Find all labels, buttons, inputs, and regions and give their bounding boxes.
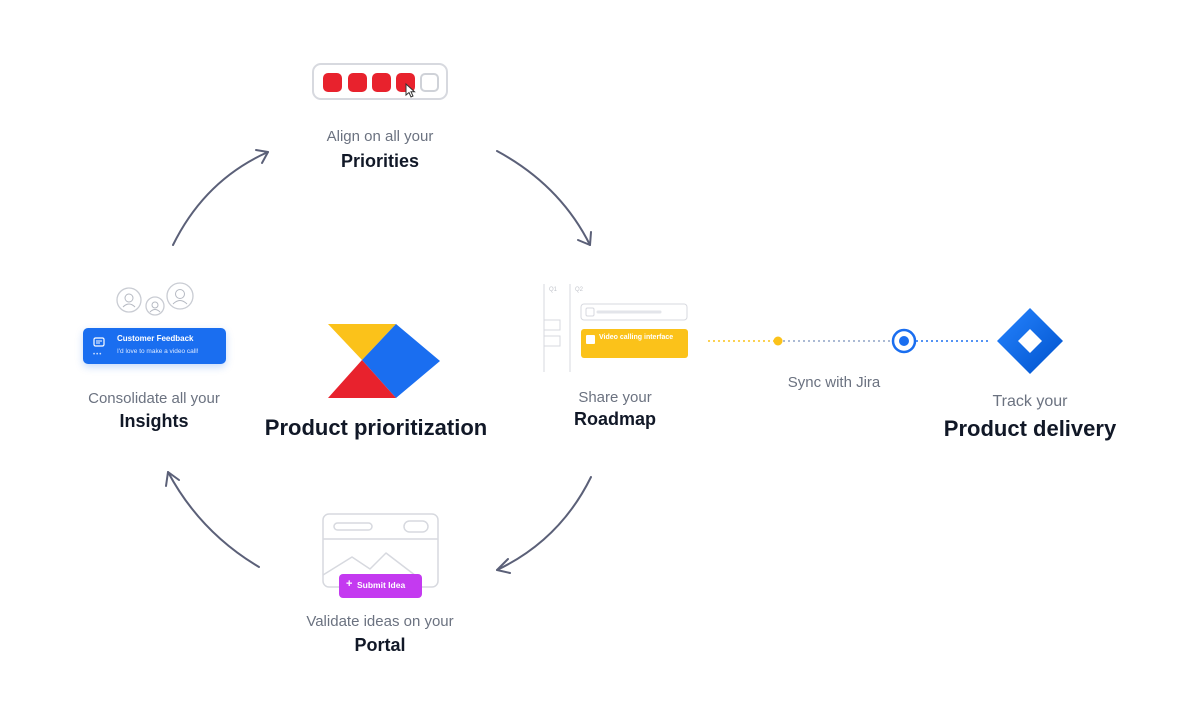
delivery-title: Product delivery bbox=[943, 416, 1117, 441]
roadmap-card-checkbox bbox=[586, 335, 595, 344]
insights-title: Insights bbox=[119, 411, 189, 431]
feedback-card-icon bbox=[93, 337, 105, 347]
roadmap-col-q1: Q1 bbox=[549, 287, 558, 293]
roadmap-title: Roadmap bbox=[573, 409, 656, 429]
center-title: Product prioritization bbox=[264, 415, 488, 440]
submit-idea-button[interactable]: + Submit Idea bbox=[339, 574, 422, 598]
jira-logo-icon bbox=[997, 308, 1063, 374]
roadmap-col-q2: Q2 bbox=[575, 287, 584, 293]
priority-rating-box bbox=[312, 63, 448, 100]
arrow-portal-to-insights bbox=[167, 471, 260, 568]
feedback-dots-icon: ••• bbox=[93, 352, 103, 358]
sync-start-dot bbox=[773, 336, 783, 346]
roadmap-subtitle: Share your bbox=[578, 389, 652, 406]
feedback-card-title: Customer Feedback bbox=[117, 334, 194, 343]
cursor-icon bbox=[405, 82, 416, 98]
roadmap-card: Video calling interface bbox=[581, 329, 688, 358]
portal-window bbox=[322, 513, 439, 588]
portal-subtitle: Validate ideas on your bbox=[306, 613, 454, 630]
rating-square-2 bbox=[348, 73, 367, 92]
delivery-subtitle: Track your bbox=[992, 393, 1068, 410]
roadmap-grid bbox=[543, 284, 688, 372]
priorities-title: Priorities bbox=[340, 151, 420, 171]
rating-square-1 bbox=[323, 73, 342, 92]
customer-feedback-card: ••• Customer Feedback I'd love to make a… bbox=[83, 328, 226, 364]
productboard-logo-icon bbox=[328, 324, 440, 398]
arrow-roadmap-to-portal bbox=[496, 476, 592, 571]
rating-square-3 bbox=[372, 73, 391, 92]
priorities-subtitle: Align on all your bbox=[326, 128, 434, 145]
arrow-priorities-to-roadmap bbox=[496, 150, 591, 246]
submit-idea-label: Submit Idea bbox=[357, 580, 406, 590]
insights-subtitle: Consolidate all your bbox=[88, 390, 220, 407]
feedback-card-text: I'd love to make a video call! bbox=[117, 348, 199, 355]
portal-title: Portal bbox=[354, 635, 406, 655]
avatars-icon bbox=[116, 282, 194, 316]
roadmap-card-label: Video calling interface bbox=[599, 334, 674, 341]
rating-square-5 bbox=[420, 73, 439, 92]
sync-label: Sync with Jira bbox=[787, 374, 881, 391]
plus-icon: + bbox=[346, 578, 353, 590]
arrow-insights-to-priorities bbox=[172, 151, 269, 246]
